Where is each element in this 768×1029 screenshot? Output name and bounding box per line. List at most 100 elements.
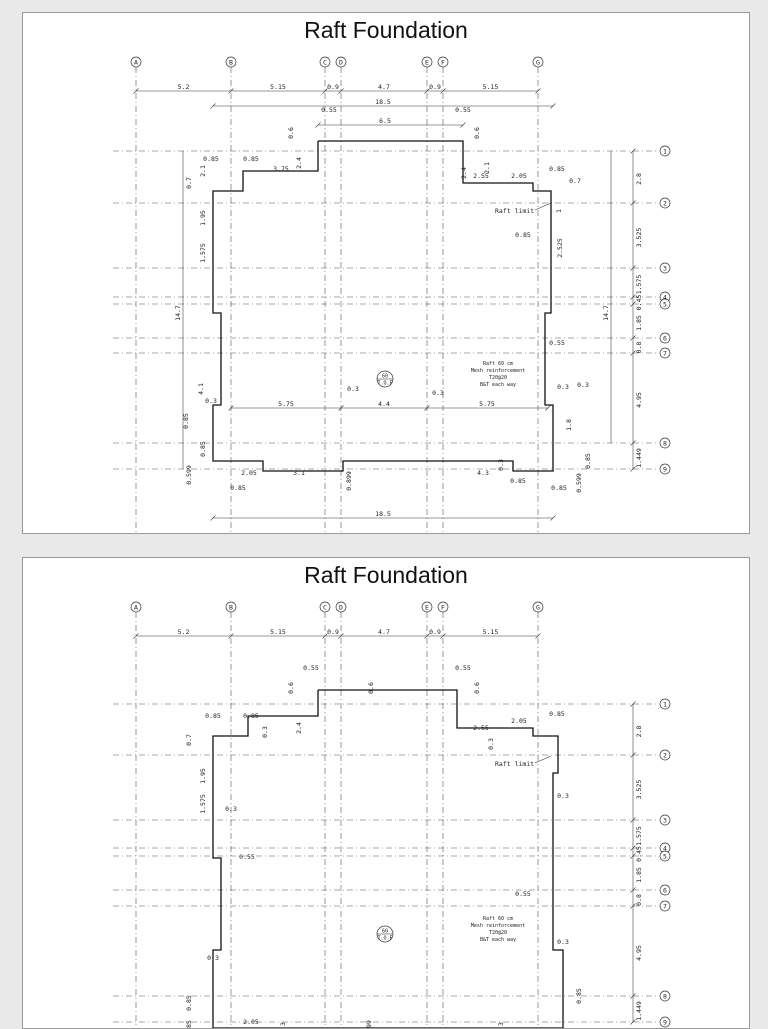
dimension-tick: [630, 440, 636, 446]
dimension-label: 1.85: [635, 867, 643, 883]
dimension-label: 0.899: [345, 471, 353, 491]
dimension-label: 0.9: [429, 628, 441, 636]
grid-row-bubble: [659, 749, 671, 761]
dimension-tick: [535, 88, 541, 94]
dimension-label: 0.45: [635, 295, 643, 311]
grid-column-label: C: [323, 603, 327, 611]
dimension-label: 18.5: [375, 510, 391, 518]
dimension-label: 5.15: [270, 628, 286, 636]
grid-row-bubble: [659, 347, 671, 359]
dimension-label: 5.2: [178, 628, 190, 636]
grid-row-bubble: [659, 698, 671, 710]
dimension-label: 1.575: [199, 243, 207, 263]
dimension-label: 0.85: [510, 477, 526, 485]
dimension-label: 2.1: [483, 162, 491, 174]
dimension-label: 4.95: [635, 945, 643, 961]
dimension-tick: [630, 350, 636, 356]
grid-row-label: 8: [663, 439, 667, 447]
dimension-tick: [322, 633, 328, 639]
dimension-label: 5.2: [178, 83, 190, 91]
dimension-label: 0.3: [225, 805, 237, 813]
dimension-label: 14.7: [174, 305, 182, 321]
dimension-label: 2.05: [241, 469, 257, 477]
dimension-tick: [440, 88, 446, 94]
dimension-label: 14.7: [602, 305, 610, 321]
dimension-label: 0.85: [182, 413, 190, 429]
dimension-label: 4.95: [635, 392, 643, 408]
dimension-tick: [440, 633, 446, 639]
raft-note-line: Raft 60 cm: [483, 916, 513, 922]
dimension-label: 4.7: [378, 83, 390, 91]
dimension-label: 0.3: [487, 738, 495, 750]
dimension-tick: [133, 633, 139, 639]
grid-column-label: B: [229, 58, 233, 66]
dimension-label: 2.55: [473, 724, 489, 732]
grid-row-bubble: [659, 814, 671, 826]
dimension-label: 1.575: [635, 826, 643, 846]
dimension-label: 0.85: [243, 712, 259, 720]
grid-row-bubble: [659, 298, 671, 310]
dimension-tick: [210, 103, 216, 109]
raft-note-line: B&T each way: [480, 937, 516, 943]
grid-row-label: 1: [663, 700, 667, 708]
dimension-label: 0.85: [199, 441, 207, 457]
dimension-label: 0.85: [205, 712, 221, 720]
dimension-tick: [630, 294, 636, 300]
dimension-label: 0.85: [515, 231, 531, 239]
dimension-label: 4.7: [378, 628, 390, 636]
leader-line: [534, 755, 552, 764]
dimension-tick: [630, 817, 636, 823]
sheet-title: Raft Foundation: [304, 17, 468, 43]
dimension-label: 2.525: [556, 238, 564, 258]
dimension-tick: [424, 405, 430, 411]
grid-column-label: G: [536, 58, 540, 66]
dimension-label: 0.85: [203, 155, 219, 163]
grid-column-label: E: [425, 58, 429, 66]
dimension-label: 0.3: [205, 397, 217, 405]
raft-note-line: T20@20: [489, 930, 507, 936]
grid-column-label: F: [441, 603, 445, 611]
grid-row-bubble: [659, 332, 671, 344]
dimension-tick: [322, 88, 328, 94]
grid-column-label: C: [323, 58, 327, 66]
raft-note-line: Raft 60 cm: [483, 361, 513, 367]
dimension-label: 1.8: [565, 419, 573, 431]
dimension-label: 0.55: [515, 890, 531, 898]
dimension-label: 0.6: [473, 682, 481, 694]
dimension-label: 2.05: [243, 1018, 259, 1026]
section-mark-top: 60: [382, 929, 388, 935]
dimension-label: 0.3: [279, 1022, 287, 1028]
raft-note-line: Mesh reinforcement: [471, 923, 525, 929]
dimension-label: 0.3: [557, 792, 569, 800]
dimension-label: 0.3: [261, 726, 269, 738]
dimension-label: 0.3: [347, 385, 359, 393]
dimension-label: 0.9: [429, 83, 441, 91]
dimension-label: 0.6: [367, 682, 375, 694]
dimension-tick: [338, 405, 344, 411]
grid-row-bubble: [659, 900, 671, 912]
grid-row-bubble: [659, 990, 671, 1002]
dimension-label: 0.3: [432, 389, 444, 397]
dimension-label: 0.7: [185, 177, 193, 189]
dimension-label: 2.55: [473, 172, 489, 180]
dimension-tick: [338, 88, 344, 94]
grid-row-label: 2: [663, 199, 667, 207]
grid-row-label: 3: [663, 264, 667, 272]
dimension-label: 0.55: [455, 664, 471, 672]
dimension-label: 1.95: [199, 768, 207, 784]
dimension-label: 1.449: [635, 1001, 643, 1021]
grid-row-label: 4: [663, 844, 667, 852]
dimension-label: 0.85: [243, 155, 259, 163]
grid-column-label: B: [229, 603, 233, 611]
dimension-tick: [460, 122, 466, 128]
dimension-label: 0.6: [287, 127, 295, 139]
dimension-label: 0.8: [635, 342, 643, 354]
dimension-tick: [630, 466, 636, 472]
grid-row-label: 3: [663, 816, 667, 824]
grid-row-label: 8: [663, 992, 667, 1000]
dimension-label: 0.9: [327, 628, 339, 636]
grid-row-bubble: [659, 437, 671, 449]
